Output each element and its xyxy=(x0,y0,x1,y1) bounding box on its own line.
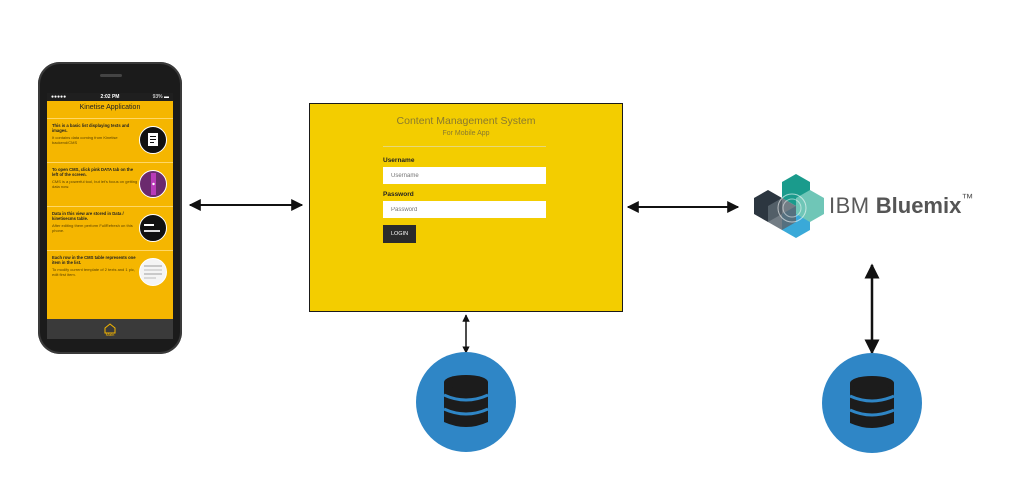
bluemix-label: Bluemix xyxy=(875,193,962,218)
list-item-subtitle: After editing them perform FullRefresh o… xyxy=(52,223,133,233)
list-item[interactable]: Data in this view are stored in Data / k… xyxy=(47,206,173,250)
status-carrier: ●●●●● xyxy=(51,94,67,100)
status-battery: 93% ▬ xyxy=(152,94,169,100)
tab-main-label[interactable]: Main xyxy=(105,332,115,337)
list-item[interactable]: Each row in the CMS table represents one… xyxy=(47,250,173,294)
list-item-title: Each row in the CMS table represents one… xyxy=(52,255,136,265)
trademark-symbol: ™ xyxy=(961,191,974,205)
tab-bar: Main xyxy=(47,319,173,339)
password-input[interactable] xyxy=(383,201,546,218)
list-item[interactable]: To open CMS, click pink DATA tab on the … xyxy=(47,162,173,206)
list-item-subtitle: CMS is a powerful tool, but let's focus … xyxy=(52,179,138,189)
login-button[interactable]: LOGIN xyxy=(383,225,416,243)
list-item-title: This is a basic list displaying texts an… xyxy=(52,123,130,133)
cms-title: Content Management System xyxy=(396,115,536,127)
list-item-title: Data in this view are stored in Data / k… xyxy=(52,211,124,221)
document-icon xyxy=(139,126,167,154)
list-item[interactable]: This is a basic list displaying texts an… xyxy=(47,118,173,162)
database-icon xyxy=(416,352,516,452)
cms-divider xyxy=(383,146,546,147)
list-item-subtitle: To modify current template of 2 texts an… xyxy=(52,267,135,277)
cms-login-panel: Content Management System For Mobile App… xyxy=(309,103,623,312)
password-label: Password xyxy=(383,191,414,198)
home-icon[interactable] xyxy=(104,321,116,334)
cms-subtitle: For Mobile App xyxy=(442,130,490,137)
bluemix-hexagon-logo-icon xyxy=(754,174,824,238)
mobile-phone: ●●●●● 2:02 PM 93% ▬ Kinetise Application… xyxy=(38,62,182,354)
list-item-subtitle: It contains data coming from Kinetise ba… xyxy=(52,135,118,145)
ibm-label: IBM xyxy=(829,193,870,218)
cms-tab-thumbnail xyxy=(139,170,167,198)
phone-speaker xyxy=(100,74,122,77)
username-label: Username xyxy=(383,157,415,164)
list-item-title: To open CMS, click pink DATA tab on the … xyxy=(52,167,134,177)
database-icon xyxy=(822,353,922,453)
username-input[interactable] xyxy=(383,167,546,184)
data-menu-thumbnail xyxy=(139,214,167,242)
table-thumbnail xyxy=(139,258,167,286)
phone-screen: ●●●●● 2:02 PM 93% ▬ Kinetise Application… xyxy=(47,93,173,319)
status-bar: ●●●●● 2:02 PM 93% ▬ xyxy=(47,93,173,101)
status-time: 2:02 PM xyxy=(100,94,120,100)
bluemix-wordmark: IBM Bluemix™ xyxy=(829,191,974,219)
app-title: Kinetise Application xyxy=(79,104,141,111)
